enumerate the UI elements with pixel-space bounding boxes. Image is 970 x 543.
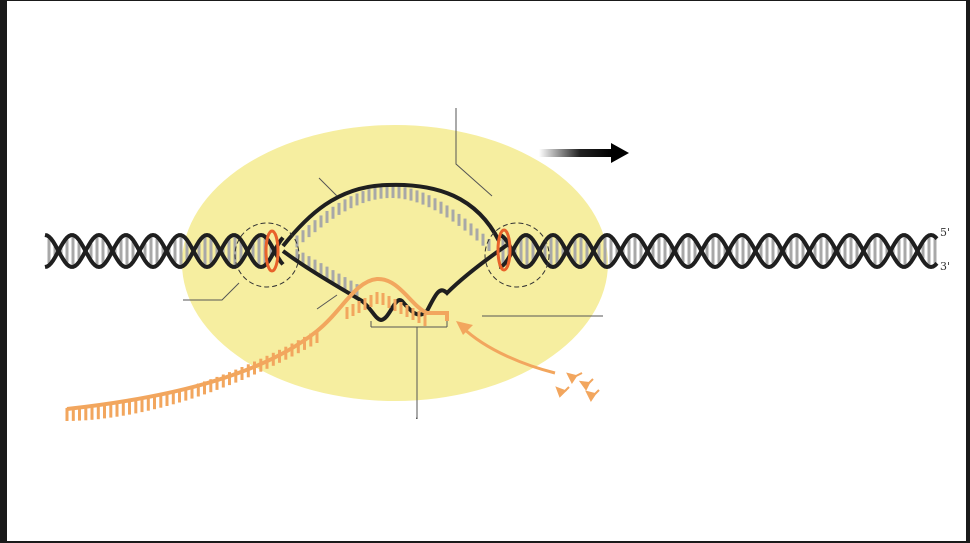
template-strand-bottom — [281, 243, 509, 323]
five-prime-label: 5' — [940, 226, 951, 239]
nucleotide-entry-arrowhead — [456, 321, 473, 335]
leader-lines — [183, 108, 603, 419]
transcription-bubble-diagram — [44, 108, 939, 421]
direction-arrowhead — [611, 143, 629, 163]
nucleotide-entry-arrow — [460, 325, 556, 375]
rna-polymerase-ellipse — [182, 125, 608, 401]
left-junction — [234, 222, 300, 288]
three-prime-label: 3' — [940, 260, 951, 273]
leader-end-dot: . — [415, 409, 419, 422]
coding-strand-top — [281, 182, 501, 248]
dna-helix-right — [498, 232, 939, 270]
dna-base-pairs — [47, 237, 937, 265]
dna-helix-left — [44, 232, 285, 270]
rna-transcript — [66, 276, 449, 411]
direction-arrow-shaft — [539, 149, 613, 157]
bubble-top-strand-bases — [295, 186, 491, 252]
right-junction — [484, 222, 550, 288]
free-nucleotides — [555, 372, 600, 402]
